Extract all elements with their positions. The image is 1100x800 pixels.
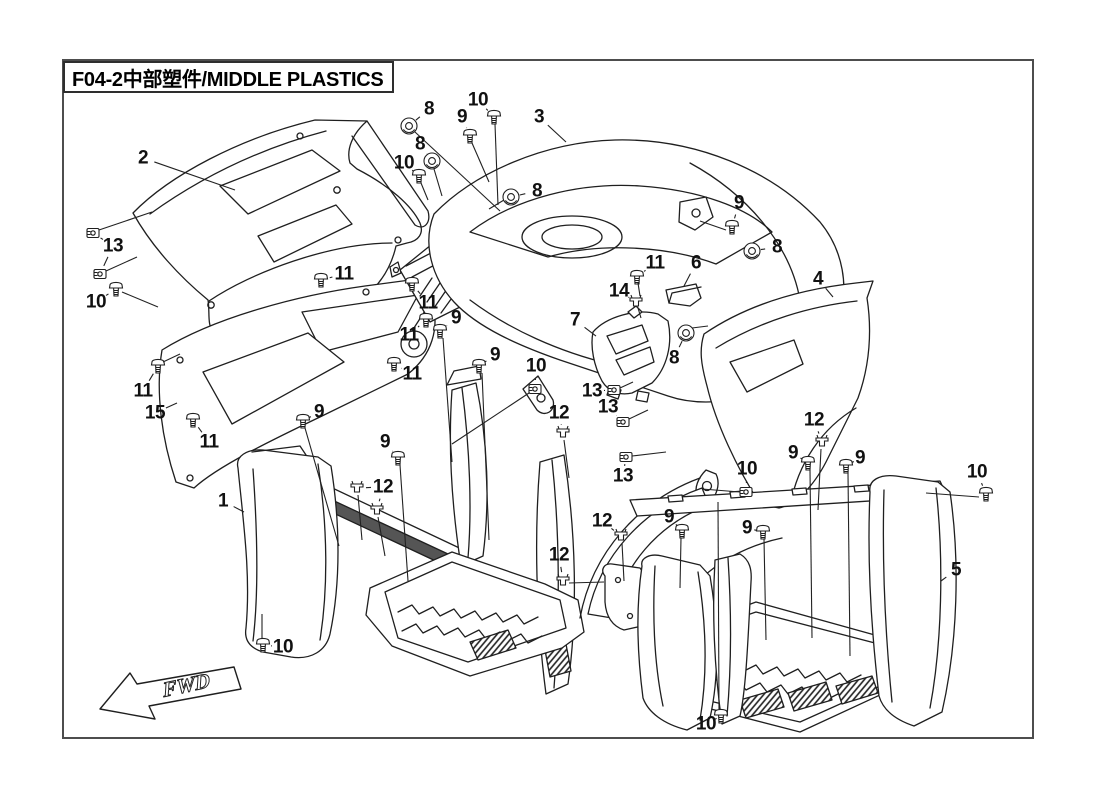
callout-label-10: 10 — [966, 461, 988, 483]
screw-icon — [390, 450, 406, 466]
callout-label-9: 9 — [456, 106, 468, 128]
nut-icon — [86, 227, 100, 239]
callout-label-8: 8 — [771, 236, 783, 258]
callout-label-8: 8 — [423, 98, 435, 120]
callout-label-13: 13 — [581, 380, 603, 402]
callout-label-4: 4 — [812, 268, 824, 290]
callout-label-11: 11 — [402, 363, 422, 385]
part-6-small-cover — [665, 283, 702, 307]
callout-label-10: 10 — [393, 152, 415, 174]
callout-label-10: 10 — [525, 355, 547, 377]
clip-icon — [556, 425, 570, 438]
callout-label-11: 11 — [418, 292, 438, 314]
callout-leader-lines — [86, 108, 994, 724]
callout-label-9: 9 — [733, 192, 745, 214]
nut-icon — [607, 384, 621, 396]
callout-label-10: 10 — [467, 89, 489, 111]
grommet-icon — [423, 152, 441, 170]
screw-icon — [486, 109, 502, 125]
callout-label-7: 7 — [569, 309, 581, 331]
callout-label-10: 10 — [695, 713, 717, 735]
callout-label-12: 12 — [591, 510, 613, 532]
callout-label-14: 14 — [608, 280, 630, 302]
nut-icon — [616, 416, 630, 428]
callout-label-12: 12 — [803, 409, 825, 431]
fwd-arrow-icon: FWD — [99, 666, 242, 720]
callout-label-6: 6 — [690, 252, 702, 274]
callout-label-8: 8 — [668, 347, 680, 369]
nut-icon — [528, 383, 542, 395]
part-15-inner-panel — [158, 275, 453, 489]
callout-label-9: 9 — [313, 401, 325, 423]
diagram-title-box: F04-2中部塑件/MIDDLE PLASTICS — [63, 61, 395, 93]
callout-label-10: 10 — [85, 291, 107, 313]
screw-icon — [978, 486, 994, 502]
part-7-center-bracket — [591, 305, 671, 403]
callout-label-8: 8 — [414, 133, 426, 155]
nut-icon — [93, 268, 107, 280]
clip-icon — [370, 502, 384, 515]
callout-label-2: 2 — [137, 147, 149, 169]
screw-icon — [462, 128, 478, 144]
callout-label-10: 10 — [272, 636, 294, 658]
page-border — [62, 59, 1034, 739]
callout-label-9: 9 — [450, 307, 462, 329]
part-4-side-panel-right — [695, 280, 874, 509]
callout-label-15: 15 — [144, 402, 166, 424]
callout-label-11: 11 — [133, 380, 153, 402]
grommet-icon — [400, 117, 418, 135]
callout-label-13: 13 — [612, 465, 634, 487]
nut-icon — [739, 486, 753, 498]
grommet-icon — [502, 188, 520, 206]
callout-label-1: 1 — [217, 490, 229, 512]
callout-label-11: 11 — [399, 324, 419, 346]
callout-label-11: 11 — [199, 431, 219, 453]
callout-label-9: 9 — [741, 517, 753, 539]
callout-label-9: 9 — [663, 506, 675, 528]
callout-label-9: 9 — [489, 344, 501, 366]
callout-label-8: 8 — [531, 180, 543, 202]
callout-label-9: 9 — [854, 447, 866, 469]
callout-label-9: 9 — [379, 431, 391, 453]
callout-label-13: 13 — [597, 396, 619, 418]
callout-label-11: 11 — [334, 263, 354, 285]
callout-label-3: 3 — [533, 106, 545, 128]
part-5-footwell-right — [579, 474, 957, 733]
callout-label-5: 5 — [950, 559, 962, 581]
nut-icon — [619, 451, 633, 463]
screw-icon — [411, 168, 427, 184]
screw-icon — [755, 524, 771, 540]
screw-icon — [108, 281, 124, 297]
callout-label-12: 12 — [372, 476, 394, 498]
diagram-title: F04-2中部塑件/MIDDLE PLASTICS — [72, 68, 384, 91]
clip-icon — [350, 480, 364, 493]
callout-label-12: 12 — [548, 402, 570, 424]
grommet-icon — [743, 242, 761, 260]
grommet-icon — [677, 324, 695, 342]
fwd-label: FWD — [161, 668, 211, 702]
callout-label-11: 11 — [645, 252, 665, 274]
callout-label-12: 12 — [548, 544, 570, 566]
screw-icon — [432, 323, 448, 339]
part-2-side-panel-left — [132, 119, 430, 339]
callout-label-13: 13 — [102, 235, 124, 257]
callout-label-9: 9 — [787, 442, 799, 464]
screw-icon — [674, 523, 690, 539]
callout-label-10: 10 — [736, 458, 758, 480]
screw-icon — [838, 458, 854, 474]
